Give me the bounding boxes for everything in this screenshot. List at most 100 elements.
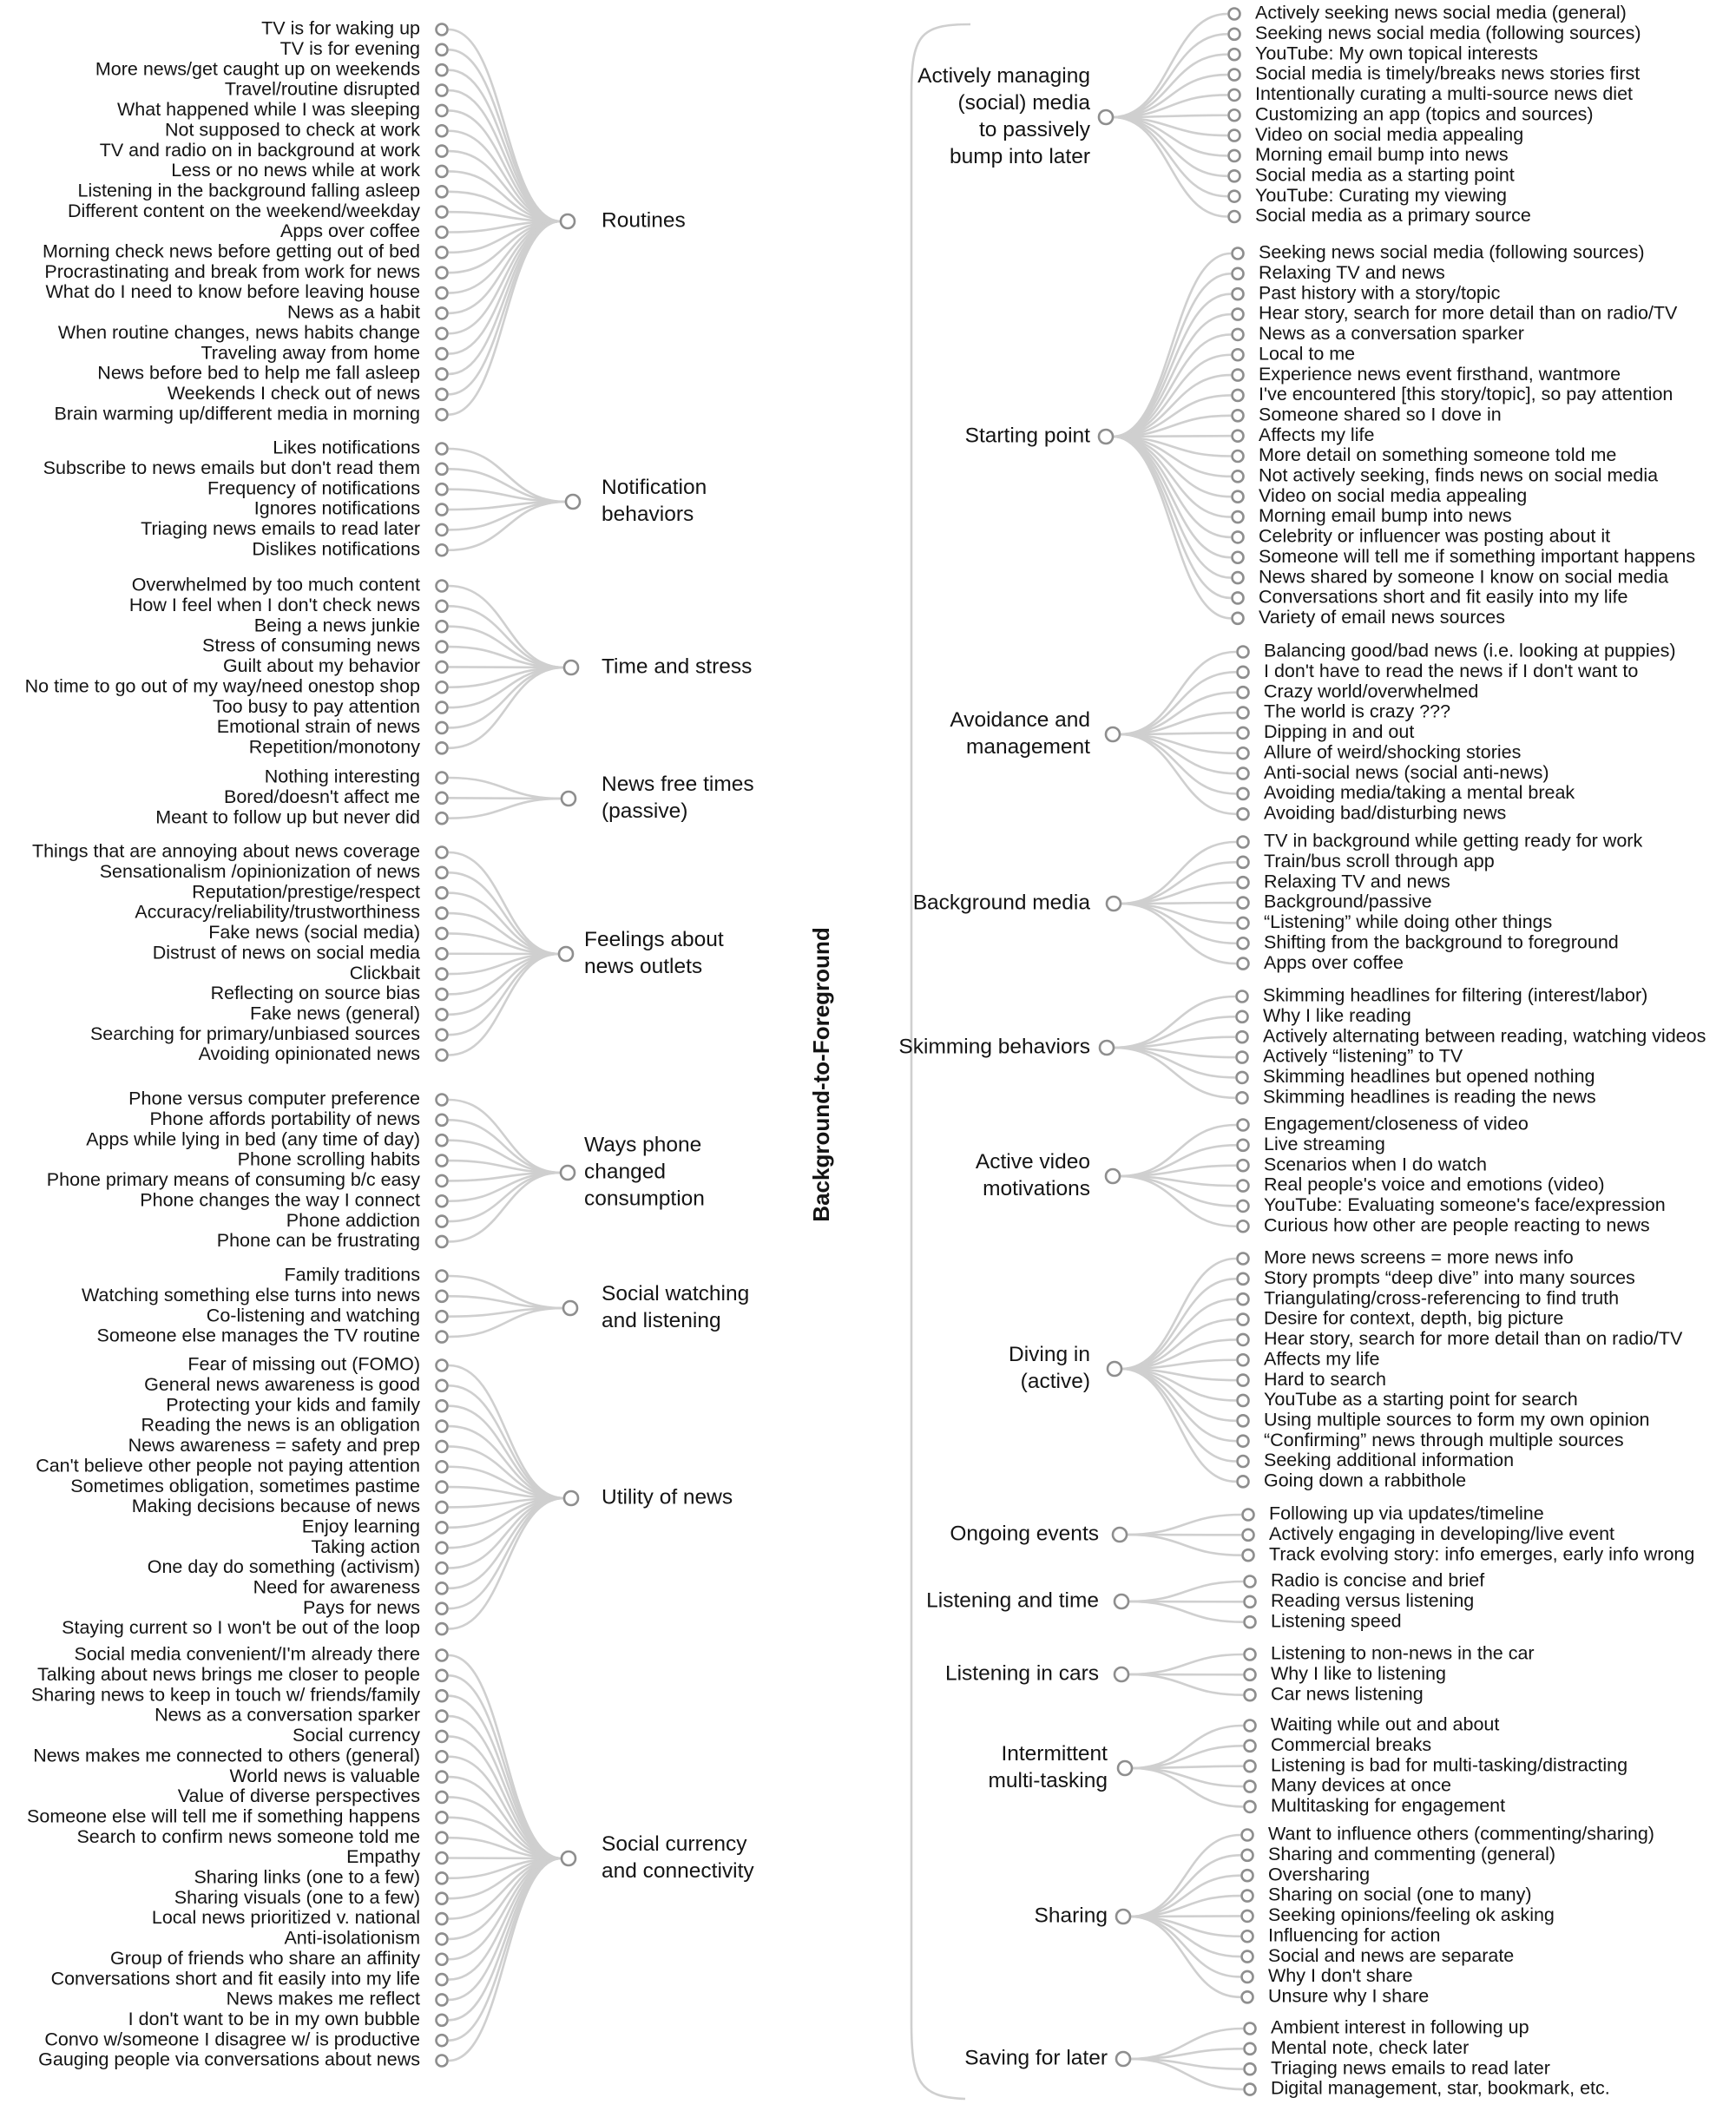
leaf-label: Gauging people via conversations about n… <box>38 2049 420 2070</box>
leaf-label: Procrastinating and break from work for … <box>44 261 420 282</box>
edge <box>448 1496 565 1610</box>
category-social-watching-and-listening-label-line: Social watching <box>602 1282 749 1305</box>
leaf-node <box>1236 875 1250 890</box>
leaf-node <box>1240 1909 1254 1924</box>
leaf-label: Phone addiction <box>286 1210 420 1231</box>
leaf-node <box>435 367 449 381</box>
leaf-label: News shared by someone I know on social … <box>1259 566 1668 587</box>
category-ways-phone-changed-consumption-node <box>559 1164 576 1181</box>
leaf-node <box>1243 1719 1257 1733</box>
leaf-node <box>1231 307 1245 321</box>
leaf-label: Triaging news emails to read later <box>141 518 420 539</box>
leaf-node <box>435 62 449 77</box>
tree-nodes <box>435 7 1257 2096</box>
category-feelings-about-news-outlets-label-line: news outlets <box>584 955 702 978</box>
leaf-label: Traveling away from home <box>201 342 420 363</box>
leaf-label: Sensationalism /opinionization of news <box>100 861 420 882</box>
category-intermittent-multi-tasking-label-line: multi-tasking <box>988 1769 1108 1792</box>
leaf-node <box>1243 1799 1257 1814</box>
category-listening-in-cars-node <box>1113 1666 1130 1683</box>
category-social-currency-and-connectivity-label-line: and connectivity <box>602 1859 754 1883</box>
leaf-node <box>435 225 449 240</box>
edge <box>1128 1600 1244 1623</box>
leaf-label: Car news listening <box>1271 1683 1424 1704</box>
edge <box>1128 1673 1244 1696</box>
leaf-node <box>435 926 449 941</box>
leaf-node <box>435 1831 449 1845</box>
leaf-node <box>435 1459 449 1474</box>
leaf-node <box>1231 327 1245 342</box>
leaf-node <box>1236 1118 1250 1132</box>
leaf-node <box>435 1972 449 1987</box>
leaf-node <box>435 205 449 219</box>
leaf-node <box>1236 706 1250 720</box>
leaf-label: Relaxing TV and news <box>1259 262 1445 283</box>
leaf-label: Shifting from the background to foregrou… <box>1264 931 1619 952</box>
leaf-node <box>1236 685 1250 700</box>
edge <box>1126 1513 1242 1536</box>
leaf-node <box>435 1811 449 1825</box>
leaf-label: Phone affords portability of news <box>149 1108 420 1129</box>
edge <box>448 1445 565 1500</box>
leaf-node <box>435 523 449 537</box>
category-social-currency-and-connectivity-label-line: Social currency <box>602 1832 747 1856</box>
leaf-label: YouTube as a starting point for search <box>1264 1389 1578 1410</box>
leaf-node <box>1231 490 1245 504</box>
leaf-label: Different content on the weekend/weekday <box>68 201 420 221</box>
leaf-node <box>1236 1272 1250 1286</box>
leaf-label: Commercial breaks <box>1271 1734 1431 1755</box>
category-active-video-motivations-node <box>1104 1167 1121 1185</box>
leaf-node <box>435 2054 449 2068</box>
leaf-label: Apps over coffee <box>280 220 420 241</box>
edge <box>448 500 567 552</box>
leaf-label: Travel/routine disrupted <box>225 79 420 100</box>
leaf-label: Affects my life <box>1264 1348 1379 1369</box>
edge <box>1119 671 1237 736</box>
leaf-label: Hear story, search for more detail than … <box>1264 1328 1683 1349</box>
leaf-node <box>435 1358 449 1372</box>
edge <box>1129 2057 1244 2091</box>
edge <box>1131 1745 1244 1770</box>
leaf-node <box>1236 896 1250 910</box>
edge <box>1112 115 1228 198</box>
category-news-free-times-passive-node <box>560 790 577 807</box>
leaf-node <box>435 1851 449 1865</box>
leaf-node <box>1231 470 1245 483</box>
leaf-node <box>1231 347 1245 362</box>
leaf-label: I've encountered [this story/topic], so … <box>1259 384 1673 404</box>
leaf-label: More news screens = more news info <box>1264 1247 1574 1268</box>
leaf-label: Accuracy/reliability/trustworthiness <box>135 902 420 923</box>
leaf-label: Reflecting on source bias <box>211 983 420 1003</box>
leaf-node <box>1243 1614 1257 1629</box>
leaf-label: Pays for news <box>303 1597 420 1618</box>
leaf-label: Engagement/closeness of video <box>1264 1114 1529 1134</box>
leaf-node <box>1243 1739 1257 1753</box>
leaf-node <box>435 1154 449 1167</box>
leaf-label: Co-listening and watching <box>207 1305 420 1325</box>
leaf-node <box>1235 990 1249 1003</box>
leaf-label: Conversations short and fit easily into … <box>51 1968 420 1989</box>
leaf-label: Train/bus scroll through app <box>1264 851 1495 871</box>
leaf-label: Experience news event firsthand, wantmor… <box>1259 364 1621 385</box>
leaf-node <box>435 1008 449 1022</box>
category-ways-phone-changed-consumption-label-line: consumption <box>584 1187 705 1210</box>
leaf-node <box>435 1419 449 1433</box>
category-avoidance-and-management-label-line: management <box>966 735 1090 759</box>
leaf-label: Skimming headlines is reading the news <box>1263 1086 1596 1107</box>
leaf-node <box>1235 1050 1249 1064</box>
leaf-node <box>1243 2022 1257 2035</box>
leaf-label: Local to me <box>1259 343 1355 364</box>
leaf-node <box>435 43 449 57</box>
leaf-node <box>435 1729 449 1744</box>
leaf-label: Allure of weird/shocking stories <box>1264 741 1521 762</box>
edge <box>1128 1580 1244 1603</box>
category-actively-managing-social-media-to-passiv-label-line: Actively managing <box>917 64 1090 88</box>
leaf-label: Enjoy learning <box>302 1516 420 1536</box>
leaf-label: Talking about news brings me closer to p… <box>37 1664 420 1685</box>
leaf-node <box>435 1749 449 1764</box>
root-label: Background-to-Foreground <box>808 927 834 1221</box>
edge <box>1120 902 1237 965</box>
leaf-label: Actively alternating between reading, wa… <box>1263 1025 1706 1046</box>
edge <box>448 220 562 355</box>
leaf-label: Nothing interesting <box>265 766 420 787</box>
